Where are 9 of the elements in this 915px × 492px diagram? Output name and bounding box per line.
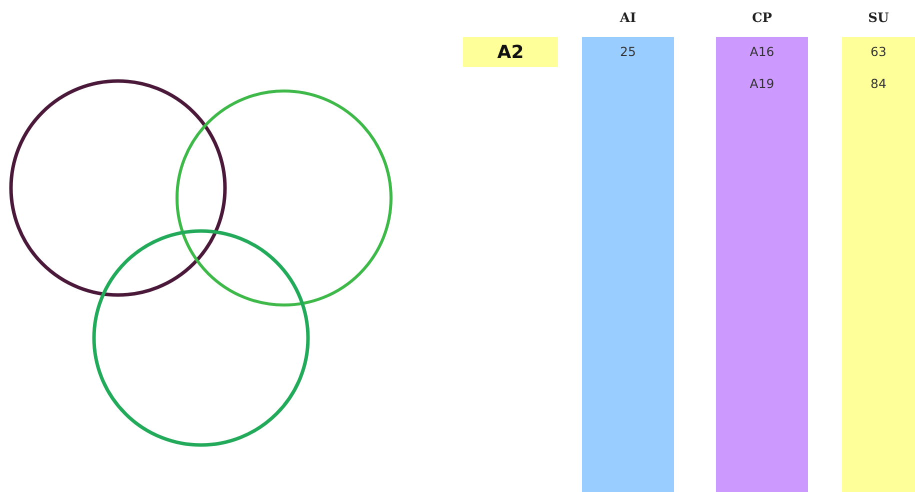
value-text: A16 [750,44,774,60]
value-text: A19 [750,76,774,92]
value-text: 84 [870,76,886,92]
column-header: SU [868,11,889,26]
value-text: 25 [620,44,636,60]
row-label: A2 [463,37,558,67]
column-header: CP [752,11,772,26]
value-text: 63 [870,44,886,60]
column-header: AI [620,11,636,26]
